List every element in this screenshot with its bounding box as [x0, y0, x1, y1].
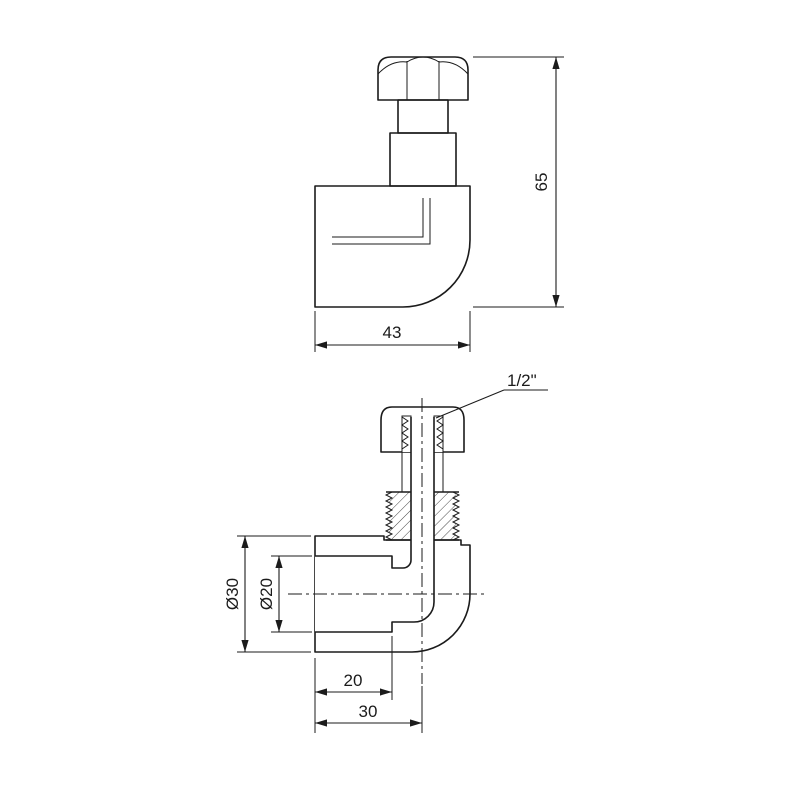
hex-nut-facet-curves: [377, 56, 469, 75]
front-view: [314, 56, 471, 308]
knurled-collar: [389, 132, 457, 187]
elbow-body-front: [314, 185, 471, 308]
nut-section: [380, 406, 465, 453]
body-bore-clear: [315, 540, 434, 632]
dim-20-label: 20: [344, 671, 363, 690]
dim-total-height: 65: [473, 56, 564, 308]
bore-edge-top: [315, 417, 412, 569]
body-seam-line-outer: [332, 198, 431, 245]
dim-body-width: 43: [314, 311, 471, 352]
dim-inner-diameter: Ø20: [257, 555, 312, 633]
bore-edge-bottom: [315, 417, 435, 633]
nut-neck: [397, 99, 449, 134]
elbow-body-section: [314, 535, 471, 653]
collar-serration-left: [384, 491, 394, 541]
dim-d30-label: Ø30: [223, 578, 242, 610]
dim-socket-depth: 20: [314, 636, 393, 733]
dim-43-label: 43: [383, 323, 402, 342]
leader-line: [435, 389, 505, 419]
dim-65-label: 65: [532, 173, 551, 192]
dim-d20-label: Ø20: [257, 578, 276, 610]
dim-outer-diameter: Ø30: [223, 535, 311, 653]
collar-serration-right: [451, 491, 461, 541]
dim-arm-length: 30: [315, 686, 423, 733]
thread-callout: 1/2": [435, 371, 548, 419]
body-seam-line-inner: [332, 198, 424, 238]
section-view: [288, 398, 484, 684]
hex-nut-outline: [377, 56, 469, 101]
thread-size-label: 1/2": [507, 371, 537, 390]
dim-30-label: 30: [359, 702, 378, 721]
